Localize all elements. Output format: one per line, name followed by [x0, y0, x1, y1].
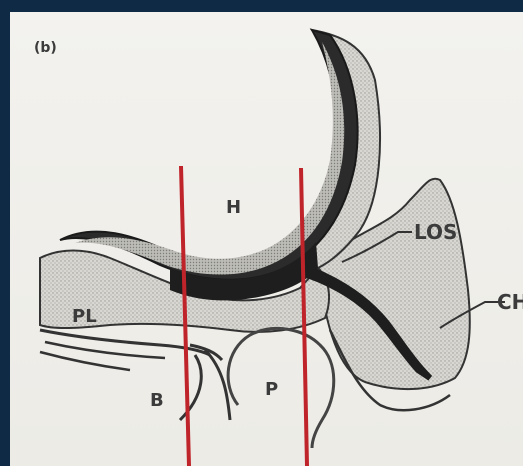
- label-los: LOS: [414, 220, 457, 244]
- label-pl: PL: [72, 306, 97, 327]
- b-structure-line-2: [180, 355, 201, 420]
- b-structure-line-3: [205, 350, 230, 420]
- panel-label: (b): [34, 40, 57, 56]
- p-loop: [228, 328, 334, 448]
- label-h: H: [226, 197, 241, 218]
- label-ch: CH: [497, 290, 523, 314]
- label-b: B: [150, 390, 164, 411]
- label-p: P: [265, 379, 278, 400]
